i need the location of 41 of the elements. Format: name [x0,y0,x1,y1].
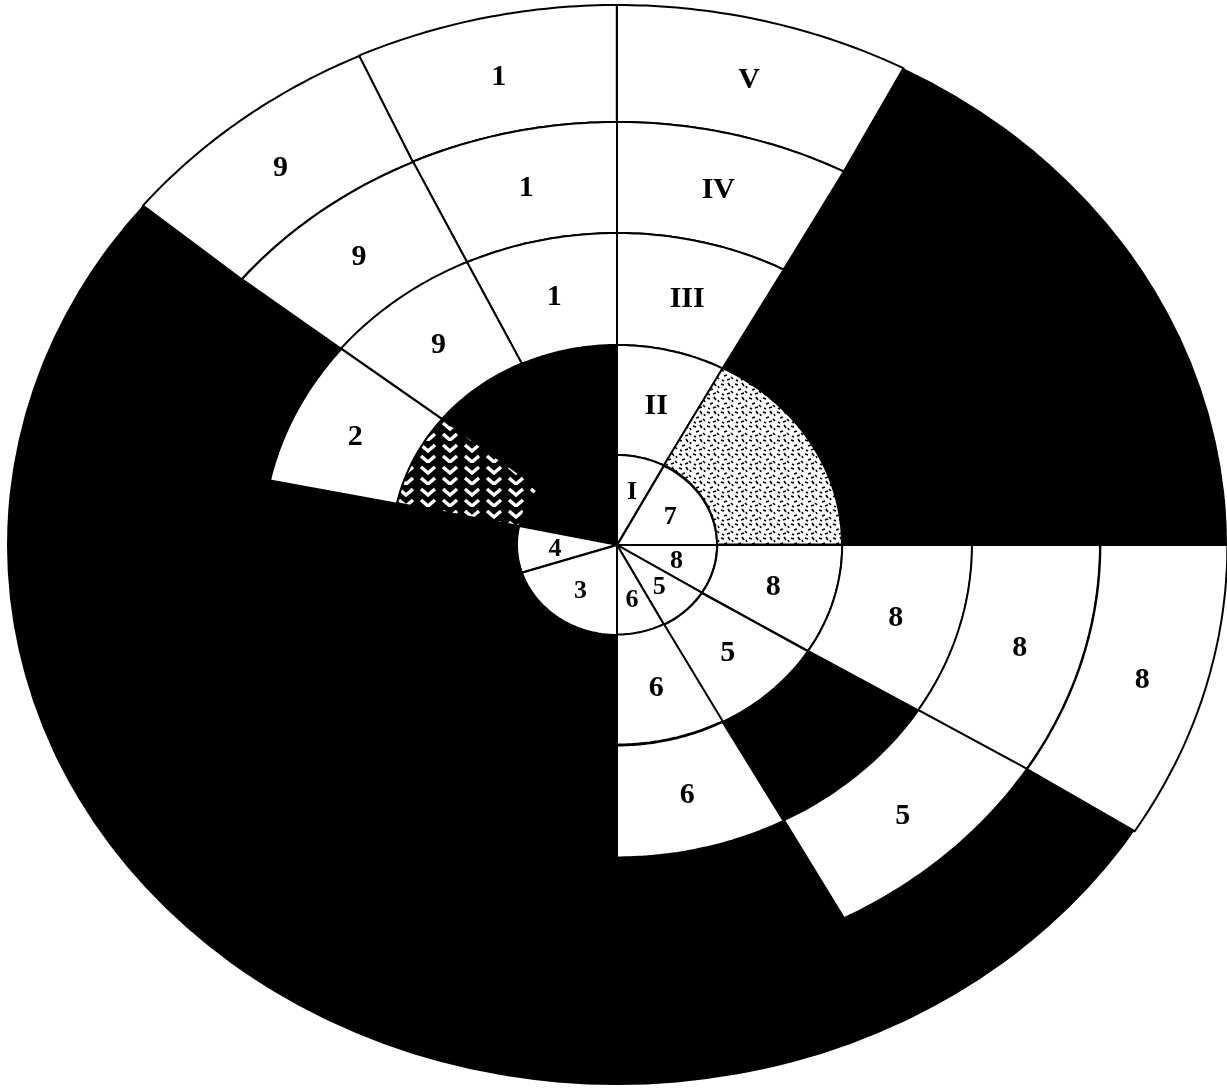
sector-cell [142,55,413,279]
sector-cell [617,624,723,745]
sector-cell [359,5,617,162]
sector-label: 5 [895,798,911,829]
sector-label: 7 [663,503,677,530]
sector-cell [617,721,784,857]
sector-label: 9 [430,328,446,359]
sector-cell [617,345,723,466]
sector-label: 5 [652,572,666,599]
sector-label: IV [701,173,736,204]
sector-label: 8 [1012,631,1028,662]
sector-label: 8 [765,569,781,600]
sector-label: I [626,477,638,504]
sector-label: 2 [347,419,363,450]
sector-cell [783,710,1027,919]
sector-label: V [738,62,761,93]
sector-label: 9 [273,150,289,181]
sector-cell [617,122,844,270]
sector-label: 1 [546,280,562,311]
sector-label: 8 [888,600,904,631]
sector-cell [807,545,972,711]
sector-label: III [669,281,705,312]
sector-cell [617,233,784,369]
sector-label: 9 [351,240,367,271]
sector-cell [617,465,717,545]
sector-label: 5 [720,636,736,667]
sector-label: 1 [491,59,507,90]
sector-cell [412,122,617,263]
sector-label: 8 [670,547,684,574]
sector-label: 3 [574,577,588,604]
sector-label: 6 [648,670,664,701]
sector-label: 6 [625,586,639,613]
sector-cell [617,5,904,172]
sector-label: 1 [518,171,534,202]
sector-label: 4 [548,534,562,561]
sector-label: II [644,389,668,420]
sector-cell [1026,545,1227,832]
sector-cell [918,545,1100,770]
sector-cell [466,233,617,364]
sector-label: 8 [1134,662,1150,693]
sector-label: 6 [679,778,695,809]
